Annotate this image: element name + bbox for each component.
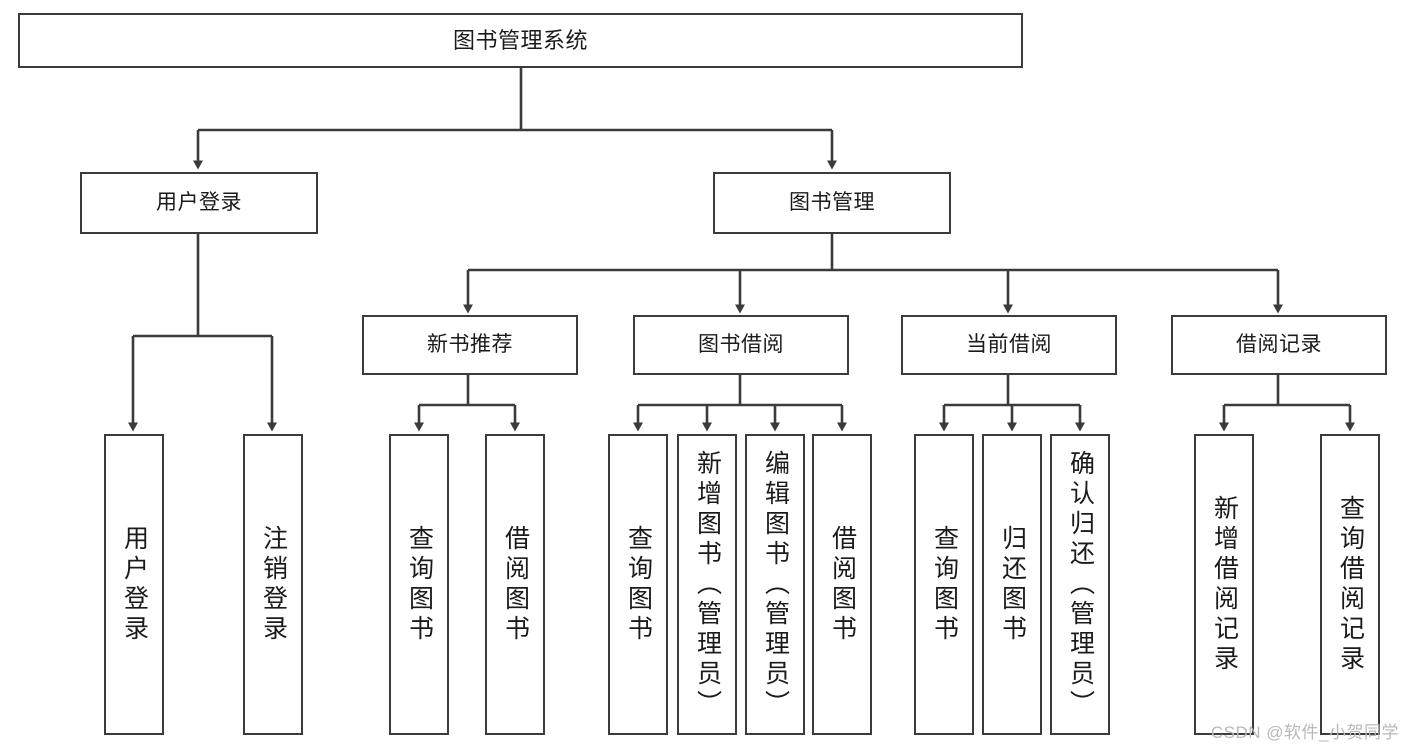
leaf-confirm-return-admin[interactable]: 确认归还（管理员） xyxy=(1050,434,1110,735)
node-label: 查询图书 xyxy=(624,524,653,645)
leaf-query-book[interactable]: 查询图书 xyxy=(608,434,668,735)
node-book-management[interactable]: 图书管理 xyxy=(713,172,951,234)
node-label: 注销登录 xyxy=(259,524,288,645)
node-label: 用户登录 xyxy=(156,190,242,214)
node-user-login[interactable]: 用户登录 xyxy=(80,172,318,234)
node-label: 借阅记录 xyxy=(1236,332,1322,356)
leaf-borrow-book-recommend[interactable]: 借阅图书 xyxy=(485,434,545,735)
leaf-edit-book-admin[interactable]: 编辑图书（管理员） xyxy=(745,434,805,735)
watermark: CSDN @软件_小贺同学 xyxy=(1210,723,1399,742)
node-label: 图书管理 xyxy=(789,190,875,214)
node-label: 借阅图书 xyxy=(828,524,857,645)
leaf-add-book-admin[interactable]: 新增图书（管理员） xyxy=(677,434,737,735)
node-borrow-record[interactable]: 借阅记录 xyxy=(1171,315,1387,375)
node-label: 图书管理系统 xyxy=(452,27,588,53)
node-label: 确认归还（管理员） xyxy=(1066,449,1095,720)
node-book-borrow[interactable]: 图书借阅 xyxy=(633,315,849,375)
node-root-system[interactable]: 图书管理系统 xyxy=(18,13,1023,68)
leaf-query-book-recommend[interactable]: 查询图书 xyxy=(389,434,449,735)
node-label: 图书借阅 xyxy=(698,332,784,356)
leaf-query-borrow-record[interactable]: 查询借阅记录 xyxy=(1320,434,1380,735)
node-current-borrow[interactable]: 当前借阅 xyxy=(901,315,1117,375)
node-label: 借阅图书 xyxy=(501,524,530,645)
node-label: 查询借阅记录 xyxy=(1336,494,1365,675)
node-label: 编辑图书（管理员） xyxy=(761,449,790,720)
node-label: 用户登录 xyxy=(120,524,149,645)
leaf-return-book[interactable]: 归还图书 xyxy=(982,434,1042,735)
leaf-user-login[interactable]: 用户登录 xyxy=(104,434,164,735)
node-label: 新增借阅记录 xyxy=(1210,494,1239,675)
leaf-query-book-current[interactable]: 查询图书 xyxy=(914,434,974,735)
node-label: 新书推荐 xyxy=(427,332,513,356)
node-label: 查询图书 xyxy=(930,524,959,645)
leaf-borrow-book[interactable]: 借阅图书 xyxy=(812,434,872,735)
node-label: 查询图书 xyxy=(405,524,434,645)
node-label: 当前借阅 xyxy=(966,332,1052,356)
leaf-add-borrow-record[interactable]: 新增借阅记录 xyxy=(1194,434,1254,735)
node-label: 新增图书（管理员） xyxy=(693,449,722,720)
leaf-logout[interactable]: 注销登录 xyxy=(243,434,303,735)
node-label: 归还图书 xyxy=(998,524,1027,645)
node-new-book-recommend[interactable]: 新书推荐 xyxy=(362,315,578,375)
